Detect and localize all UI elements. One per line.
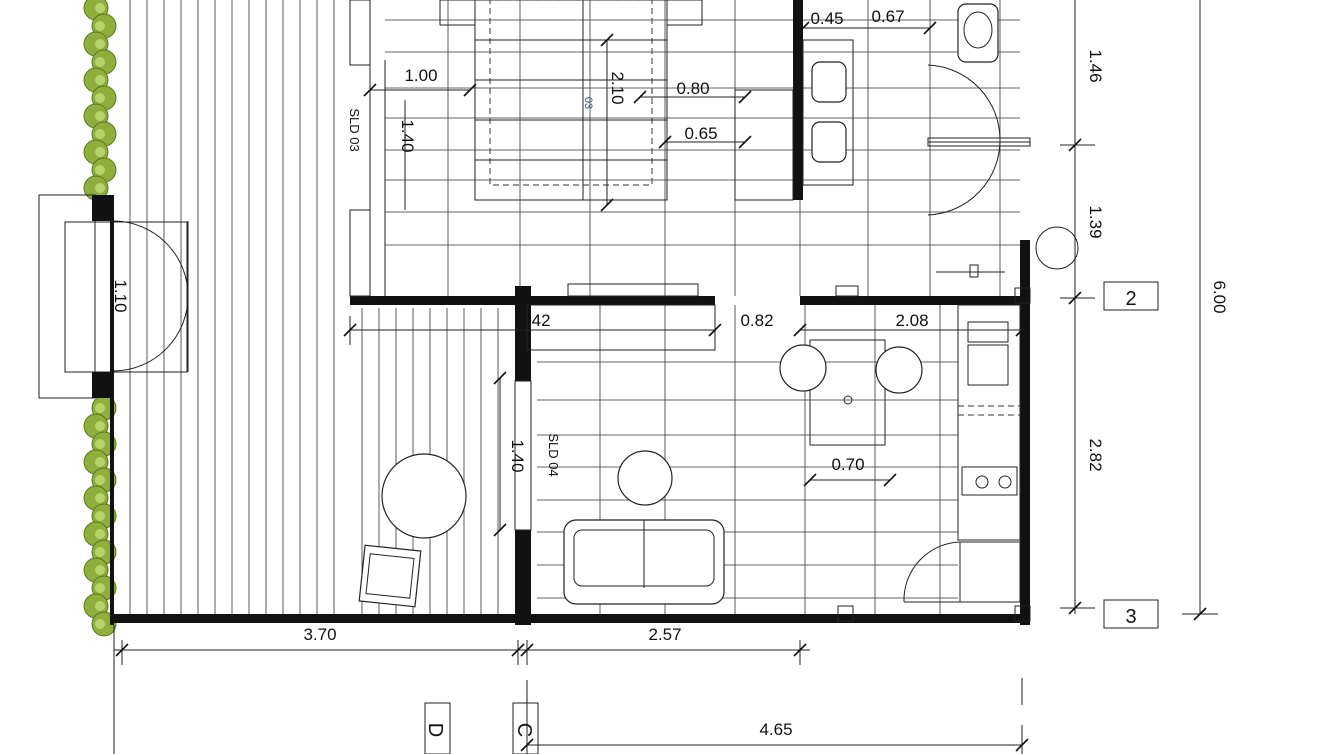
hedge-leaf-detail [95, 565, 105, 575]
dim-100: 1.00 [404, 66, 437, 85]
entry-gate [38, 194, 189, 399]
dimension-tick [493, 371, 507, 385]
dimension-tick [493, 523, 507, 537]
dimension-tick [708, 323, 722, 337]
dimension-labels: 0.45 0.67 1.00 2.10 0.80 0.65 1.40 1.10 … [111, 7, 1229, 739]
dim-110: 1.10 [111, 279, 130, 312]
hedge-leaf-detail [95, 511, 105, 521]
hedge-leaf-detail [95, 21, 105, 31]
dim-140-top: 1.40 [398, 119, 417, 152]
dimension-tick [1015, 738, 1029, 752]
dimension-tick [1068, 601, 1082, 615]
grid-marker-d: D [424, 723, 446, 737]
hedge-leaf-detail [95, 457, 105, 467]
dim-146: 1.46 [1086, 49, 1105, 82]
dimension-tick [520, 738, 534, 752]
hedge-leaf-detail [95, 57, 105, 67]
hedge-leaf-detail [95, 93, 105, 103]
hedge-leaf-detail [95, 439, 105, 449]
dim-140-mid: 1.40 [508, 439, 527, 472]
dining-table [779, 339, 923, 446]
dimension-ticks [115, 21, 1207, 752]
dimension-tick [600, 33, 614, 47]
dimension-tick [923, 21, 937, 35]
dimension-tick [1068, 138, 1082, 152]
dim-065: 0.65 [684, 124, 717, 143]
dimension-tick [1068, 291, 1082, 305]
dimension-tick [803, 473, 817, 487]
hedge-planting [83, 0, 117, 637]
grid-marker-c: C [513, 723, 535, 737]
sliding-doors [349, 0, 716, 531]
hedge-leaf-detail [95, 183, 105, 193]
dim-600: 6.00 [1210, 280, 1229, 313]
dim-208: 2.08 [895, 311, 928, 330]
upper-room-grid [385, 0, 1020, 296]
dim-465: 4.65 [759, 720, 792, 739]
hedge-leaf-detail [95, 601, 105, 611]
hedge-leaf-detail [95, 3, 105, 13]
dimension-tick [600, 198, 614, 212]
dimension-tick [1015, 323, 1029, 337]
sld-04-label: SLD 04 [546, 433, 561, 476]
grid-marker-3: 3 [1125, 606, 1136, 628]
dim-080: 0.80 [676, 79, 709, 98]
hedge-leaf-detail [95, 75, 105, 85]
hedge-leaf-detail [95, 111, 105, 121]
dimension-tick [738, 90, 752, 104]
hedge-leaf-detail [95, 403, 105, 413]
annotations: SLD 03 SLD 04 03 [347, 97, 594, 477]
dimension-tick [463, 83, 477, 97]
hedge-leaf-detail [95, 547, 105, 557]
dimension-tick [738, 135, 752, 149]
hedge-leaf-detail [95, 39, 105, 49]
dimension-tick [511, 643, 525, 657]
stair [439, 0, 703, 201]
terrace-decking [129, 0, 335, 614]
dim-342: 3.42 [517, 311, 550, 330]
hedge-leaf-detail [95, 529, 105, 539]
dim-070: 0.70 [831, 455, 864, 474]
dimension-tick [520, 643, 534, 657]
grid-marker-2: 2 [1125, 288, 1136, 310]
dim-370: 3.70 [303, 625, 336, 644]
dim-257: 2.57 [648, 625, 681, 644]
dimension-tick [343, 323, 357, 337]
dimension-lines [113, 0, 1218, 754]
dim-082: 0.82 [740, 311, 773, 330]
hedge-leaf-detail [95, 475, 105, 485]
hedge-leaf-detail [95, 583, 105, 593]
dimension-tick [633, 90, 647, 104]
dimension-tick [793, 323, 807, 337]
dimension-tick [793, 643, 807, 657]
stair-code-label: 03 [582, 97, 594, 109]
dim-067: 0.67 [871, 7, 904, 26]
kitchen-counter [903, 304, 1021, 603]
grid-markers: 2 3 D C [424, 281, 1159, 754]
hedge-leaf-detail [95, 619, 105, 629]
dim-282: 2.82 [1086, 438, 1105, 471]
dimension-tick [1193, 607, 1207, 621]
bathroom-fixtures [734, 3, 1079, 297]
dim-045: 0.45 [810, 9, 843, 28]
dimension-tick [115, 643, 129, 657]
dimension-tick [658, 135, 672, 149]
dimension-tick [363, 83, 377, 97]
dimension-tick [796, 21, 810, 35]
living-furniture [563, 450, 725, 605]
sld-03-label: SLD 03 [347, 108, 362, 151]
hedge-leaf-detail [95, 165, 105, 175]
dim-210: 2.10 [608, 71, 627, 104]
terrace-furniture [358, 453, 467, 608]
hedge-leaf-detail [95, 147, 105, 157]
hedge-leaf-detail [95, 493, 105, 503]
dimension-tick [883, 473, 897, 487]
hedge-leaf-detail [95, 129, 105, 139]
dim-139: 1.39 [1086, 205, 1105, 238]
hedge-leaf-detail [95, 421, 105, 431]
